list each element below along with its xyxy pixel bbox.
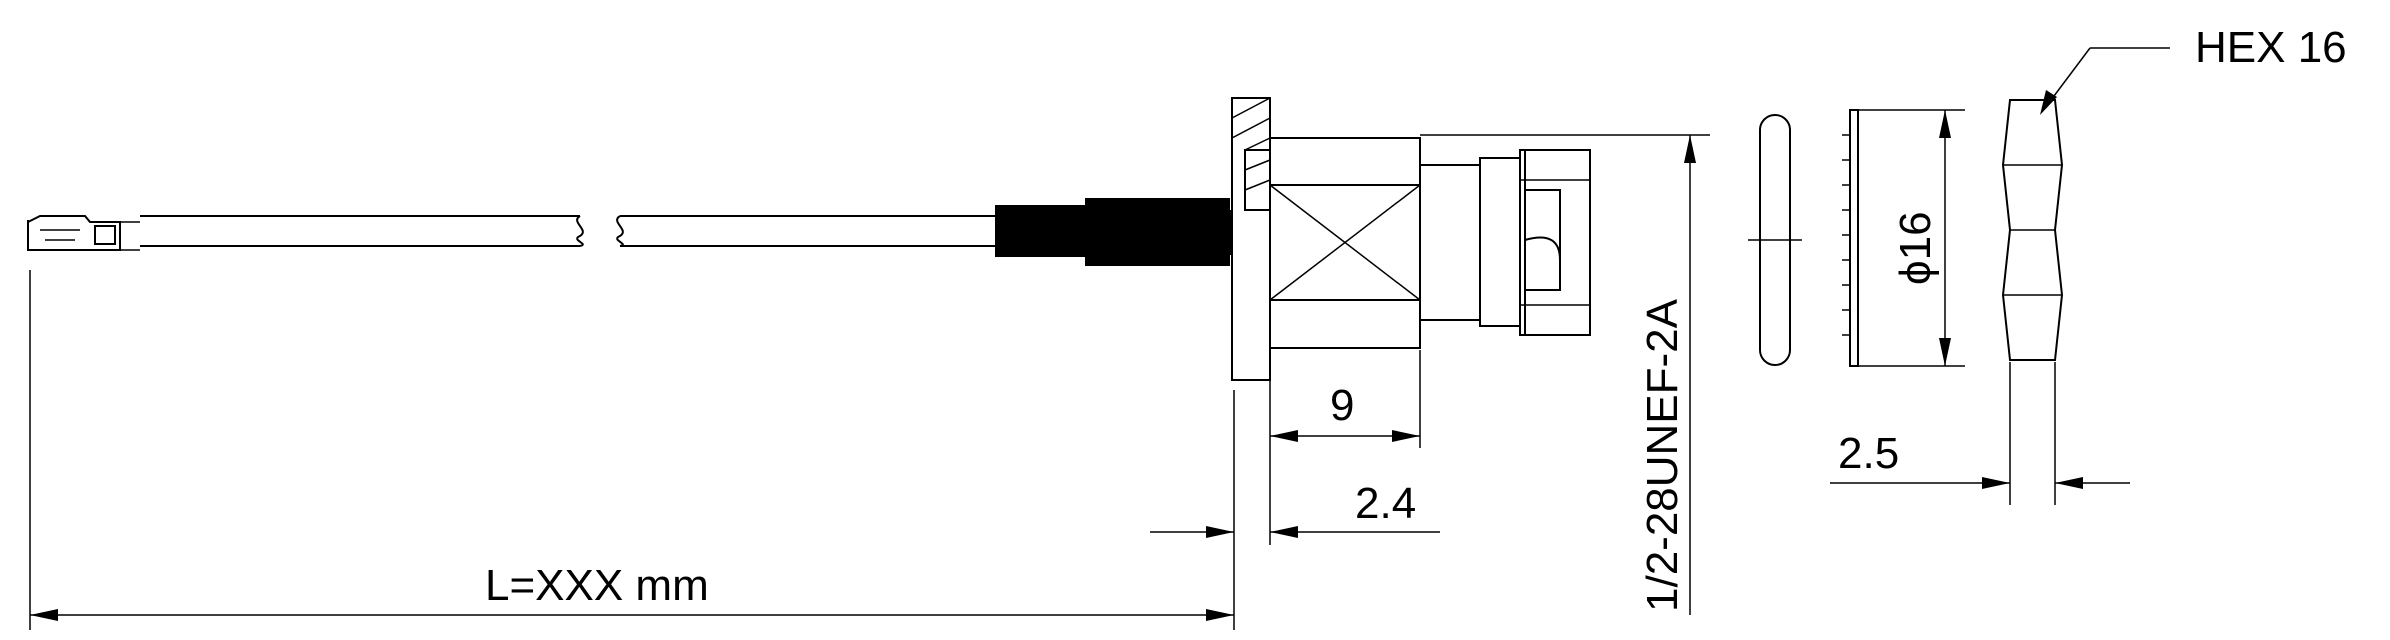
hex-label: HEX 16 [2195,23,2347,72]
hex-body [1269,137,1421,349]
small-connector [27,215,140,251]
dim-2-5-label: 2.5 [1838,429,1899,478]
cable [140,198,1240,266]
thread-label: 1/2-28UNEF-2A [1638,298,1687,612]
dim-2-4-label: 2.4 [1355,479,1416,528]
dimension-9: 9 [1270,350,1421,448]
lock-washer [1842,109,1859,367]
hex-leader: HEX 16 [2040,23,2347,115]
dimension-thread: 1/2-28UNEF-2A [1420,134,1710,615]
dimension-diameter: ϕ16 [1858,109,1965,367]
washer [1748,114,1802,366]
dim-9-label: 9 [1330,381,1354,430]
diameter-label: ϕ16 [1891,211,1940,285]
length-label: L=XXX mm [485,561,709,610]
dimension-2-5: 2.5 [1830,362,2130,505]
dimension-2-4: 2.4 [1150,380,1440,545]
hex-nut [2001,99,2064,361]
flange [1231,97,1271,381]
threaded-front [1419,149,1591,336]
dimension-length: L=XXX mm [29,270,1235,630]
